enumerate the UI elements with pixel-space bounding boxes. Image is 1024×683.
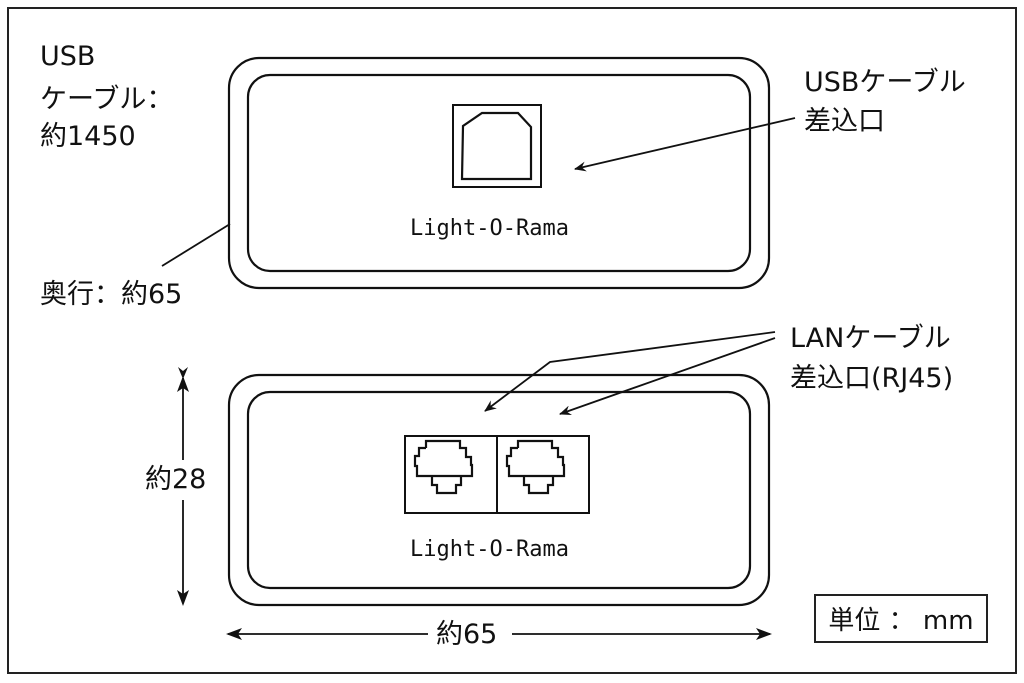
width-label: 約65 [436,619,498,650]
top-view-device-label: Light-O-Rama [410,216,569,241]
usb-cable-label-line2: ケーブル： [40,84,174,115]
lan-port-arrow-1 [484,331,776,412]
usb-cable-label-line1: USB [40,41,96,72]
rj45-port-icon [505,439,566,495]
lan-port-label-line2: 差込口(RJ45) [790,363,954,394]
usb-cable-length-label: 約1450 [40,121,136,152]
top-view-outer-shell [227,56,771,290]
lan-port-label-line1: LANケーブル [790,323,951,354]
front-view-device [227,373,771,607]
usb-port-arrow [574,117,796,172]
depth-leader-line [161,223,231,267]
front-view-outer-shell [227,373,771,607]
usb-b-port-icon [452,104,542,188]
rj45-port-icon [413,439,474,495]
depth-label: 奥行：約65 [40,279,183,310]
diagram-frame [7,7,1017,674]
unit-label-text: 単位 ： mm [828,606,974,636]
front-view-device-label: Light-O-Rama [410,537,569,562]
usb-port-label-line1: USBケーブル [804,67,966,98]
top-view-device [227,56,771,290]
unit-label: 単位 ： mm [814,594,988,643]
lan-port-arrow-2 [559,337,776,416]
height-dimension-arrow [177,367,189,606]
top-view-inner-panel [246,73,752,273]
front-view-inner-panel [246,390,752,590]
usb-port-label-line2: 差込口 [804,106,885,137]
width-dimension-arrow [226,628,772,640]
height-label: 約28 [145,464,207,495]
